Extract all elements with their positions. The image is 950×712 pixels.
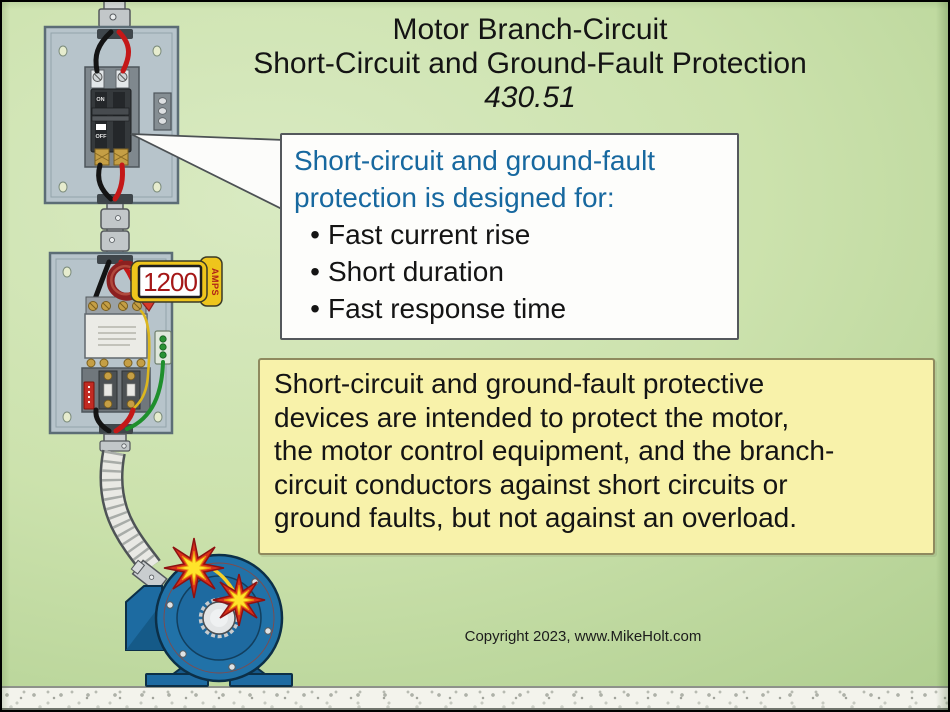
mid-conduit [100,201,130,259]
short-circuit-sparks [163,537,266,627]
panel2-lower-wires [93,309,165,434]
copyright-text: Copyright 2023, www.MikeHolt.com [464,628,702,645]
callout-bullet-1: • Fast current rise [294,216,727,253]
bullet-dot: • [310,293,320,324]
title-code-reference: 430.51 [484,81,576,114]
breaker-top-lugs [90,69,130,89]
slide-title: Motor Branch-Circuit Short-Circuit and G… [170,13,890,115]
clamp-ammeter: 1200 AMPS [106,256,223,313]
info-line-4: circuit conductors against short circuit… [274,468,788,500]
info-line-3: the motor control equipment, and the bra… [274,435,835,466]
panel-screws [58,45,162,193]
bullet-text: Short duration [328,256,504,287]
meter-unit-label: AMPS [210,268,220,296]
panel1-wires [93,29,131,202]
info-line-2: devices are intended to protect the moto… [274,401,790,433]
breaker-off-label: OFF [96,134,108,140]
title-line-1: Motor Branch-Circuit [392,13,668,46]
info-line-1: Short-circuit and ground-fault protectiv… [274,368,765,399]
flex-conduit [99,433,168,594]
contactor [81,296,151,413]
bullet-dot: • [310,256,320,287]
breaker-panel: ON OFF [43,25,180,205]
meter-display [137,264,203,299]
top-conduit-fitting [98,0,131,29]
title-line-2: Short-Circuit and Ground-Fault Protectio… [253,47,807,80]
callout-heading-line-2: protection is designed for: [294,182,615,213]
callout-box: Short-circuit and ground-fault protectio… [280,133,739,340]
bullet-text: Fast current rise [328,219,531,250]
off-indicator [96,124,106,130]
info-line-5: ground faults, but not against an overlo… [274,502,798,533]
breaker-on-label: ON [96,97,104,103]
contactor-label-plate [84,313,148,359]
bullet-text: Fast response time [328,293,567,324]
callout-bullet-2: • Short duration [294,253,727,290]
callout-heading-line-1: Short-circuit and ground-fault [294,145,656,176]
circuit-breaker: ON OFF [90,88,132,153]
meter-value: 1200 [143,267,197,297]
panel-side-plate [153,92,172,131]
concrete-floor [2,686,948,710]
info-box: Short-circuit and ground-fault protectiv… [258,358,935,555]
callout-bullet-3: • Fast response time [294,290,727,327]
panel-screws [62,266,163,423]
bullet-dot: • [310,219,320,250]
ground-terminal-strip [154,330,172,365]
reset-device [83,381,95,410]
